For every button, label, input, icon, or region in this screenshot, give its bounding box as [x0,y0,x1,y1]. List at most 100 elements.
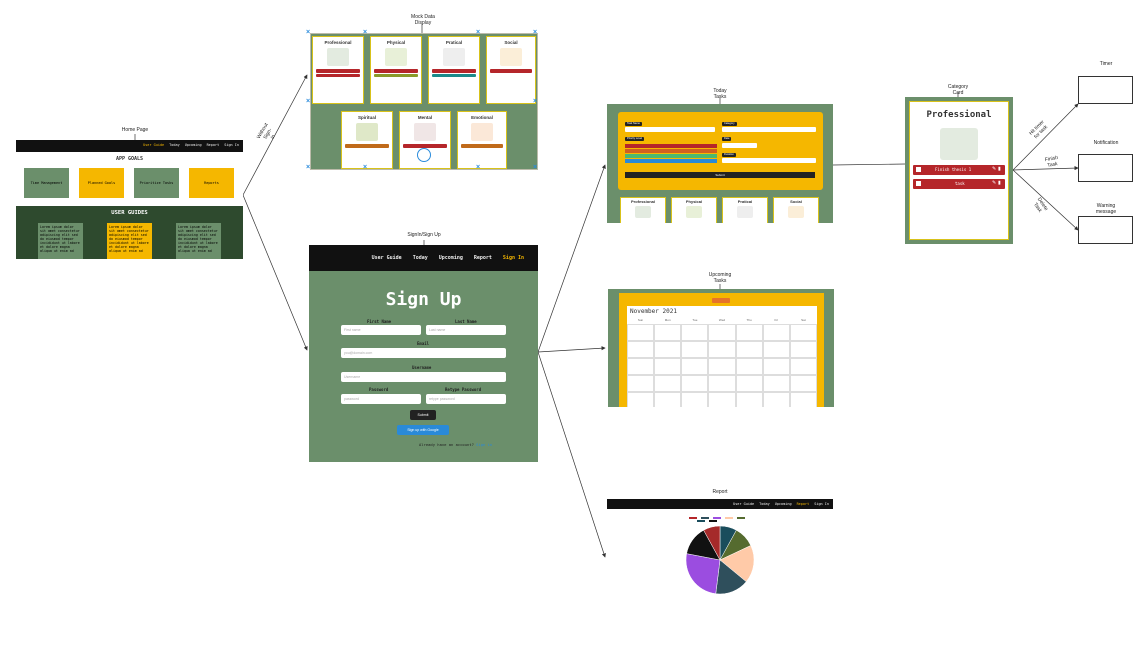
calendar-day-cell[interactable] [735,358,763,375]
calendar-day-cell[interactable] [762,341,790,358]
duration-input[interactable] [722,158,816,163]
submit-button[interactable]: Submit [410,410,436,420]
guide-card: Lorem ipsum dolor sit amet consectetur a… [176,223,221,259]
nav-upcoming[interactable]: Upcoming [774,501,792,506]
calendar-day-cell[interactable] [627,324,655,341]
edit-icon[interactable]: ✎ [992,180,997,186]
nav-upcoming[interactable]: Upcoming [184,143,202,147]
task-name-input[interactable] [625,127,715,132]
calendar-day-cell[interactable] [762,392,790,407]
calendar-day-cell[interactable] [789,358,817,375]
calendar-day-cell[interactable] [654,392,682,407]
label-timer: Timer [1099,61,1113,67]
nav-user-guide[interactable]: User Guide [733,501,755,506]
nav-user-guide[interactable]: User Guide [371,255,402,261]
calendar-day-cell[interactable] [789,392,817,407]
illustration-icon [788,206,804,218]
calendar-day-cell[interactable] [708,358,736,375]
calendar-day-cell[interactable] [762,324,790,341]
calendar-day-cell[interactable] [762,375,790,392]
calendar-day-cell[interactable] [681,358,709,375]
nav-report[interactable]: Report [206,143,220,147]
card-title: Professional [324,40,352,45]
task-checkbox[interactable] [916,167,921,172]
nav-today[interactable]: Today [169,143,180,147]
chart-legend [689,517,749,523]
nav-user-guide[interactable]: User Guide [143,143,165,147]
submit-button[interactable]: Submit [625,172,815,178]
calendar-day-cell[interactable] [708,324,736,341]
edit-icon[interactable]: ✎ [992,166,997,172]
day-header: Fri [774,318,779,322]
calendar-day-cell[interactable] [708,392,736,407]
priority-bar[interactable] [625,154,717,158]
report-pie-chart [685,525,755,595]
nav-signin[interactable]: Sign In [224,143,239,147]
calendar-day-cell[interactable] [681,375,709,392]
calendar-day-cell[interactable] [627,341,655,358]
calendar-day-cell[interactable] [735,341,763,358]
calendar-day-cell[interactable] [735,324,763,341]
calendar-day-cell[interactable] [681,324,709,341]
nav-today[interactable]: Today [412,255,428,261]
label-signin: SignIn/Sign Up [407,232,441,238]
nav-report[interactable]: Report [796,501,810,506]
username-input[interactable]: Username [341,372,506,382]
google-signup-button[interactable]: Sign up with Google [397,425,449,435]
calendar-day-cell[interactable] [708,341,736,358]
signin-link[interactable]: Sign in [476,442,493,447]
user-guides-title: USER GUIDES [111,210,148,216]
task-bar [490,69,532,73]
category-input[interactable] [722,127,816,132]
microphone-icon[interactable] [417,148,431,162]
calendar-day-cell[interactable] [654,375,682,392]
nav-upcoming[interactable]: Upcoming [438,255,463,261]
calendar-day-cell[interactable] [627,392,655,407]
priority-bar[interactable] [625,149,717,153]
retype-password-input[interactable]: retype password [426,394,506,404]
calendar-day-cell[interactable] [654,341,682,358]
first-name-input[interactable]: First name [341,325,421,335]
calendar-day-cell[interactable] [789,375,817,392]
calendar-day-cell[interactable] [681,341,709,358]
priority-bar[interactable] [625,144,717,148]
calendar-day-cell[interactable] [762,358,790,375]
calendar-day-cell[interactable] [654,358,682,375]
task-bar [461,144,503,148]
date-input[interactable] [722,143,757,148]
label-mock-data: Mock Data Display [411,14,435,26]
calendar-day-cell[interactable] [789,324,817,341]
trash-icon[interactable]: ▮ [998,166,1001,172]
email-input[interactable]: you@domain.com [341,348,506,358]
last-name-input[interactable]: Last name [426,325,506,335]
calendar-day-cell[interactable] [735,375,763,392]
label-upcoming-tasks: Upcoming Tasks [708,272,732,284]
home-page-screen: User Guide Today Upcoming Report Sign In… [16,140,243,259]
calendar-day-cell[interactable] [627,358,655,375]
illustration-icon [414,123,436,141]
guide-card: Lorem ipsum dolor sit amet consectetur a… [38,223,83,259]
calendar-day-cell[interactable] [735,392,763,407]
task-checkbox[interactable] [916,181,921,186]
trash-icon[interactable]: ▮ [998,180,1001,186]
today-card: Professional [620,197,666,223]
calendar-day-cell[interactable] [654,324,682,341]
label-today-tasks: Today Tasks [713,88,727,100]
today-card: Social [773,197,819,223]
calendar-day-cell[interactable] [627,375,655,392]
nav-today[interactable]: Today [759,501,770,506]
nav-signin[interactable]: Sign In [502,255,524,261]
month-toggle-button[interactable] [712,298,730,303]
calendar-day-cell[interactable] [789,341,817,358]
nav-signin[interactable]: Sign In [814,501,829,506]
password-input[interactable]: password [341,394,421,404]
selection-handle-icon: × [363,164,368,171]
calendar-day-cell[interactable] [681,392,709,407]
day-header: Sun [637,318,644,322]
nav-report[interactable]: Report [473,255,492,261]
card-title: Pratical [445,40,463,45]
priority-bar[interactable] [625,159,717,163]
calendar-day-cell[interactable] [708,375,736,392]
already-text: Already have an account? [419,442,474,447]
